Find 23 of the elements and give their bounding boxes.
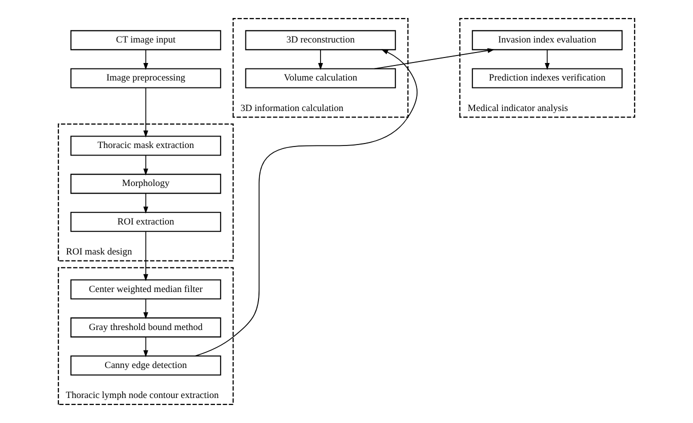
arrow <box>318 49 323 70</box>
node-box: CT image input <box>70 30 222 50</box>
node-box: Thoracic mask extraction <box>70 136 222 156</box>
node-box: Canny edge detection <box>70 355 222 376</box>
arrow <box>143 298 148 320</box>
arrow <box>194 49 418 356</box>
node-box: ROI extraction <box>70 212 222 232</box>
node-box: Volume calculation <box>245 68 396 88</box>
node-box: Invasion index evaluation <box>472 30 623 50</box>
arrow <box>374 48 495 70</box>
node-box: Image preprocessing <box>70 68 222 88</box>
node-box: Gray threshold bound method <box>70 317 222 338</box>
arrow <box>143 154 148 176</box>
arrow <box>143 88 148 138</box>
arrow <box>143 49 148 70</box>
arrow <box>143 231 148 282</box>
arrow <box>544 49 550 70</box>
arrow <box>143 193 148 214</box>
node-box: Center weighted median filter <box>70 279 222 300</box>
node-box: Morphology <box>70 174 222 194</box>
node-box: Prediction indexes verification <box>472 68 623 88</box>
arrow <box>143 336 148 358</box>
node-box: 3D reconstruction <box>245 30 396 50</box>
